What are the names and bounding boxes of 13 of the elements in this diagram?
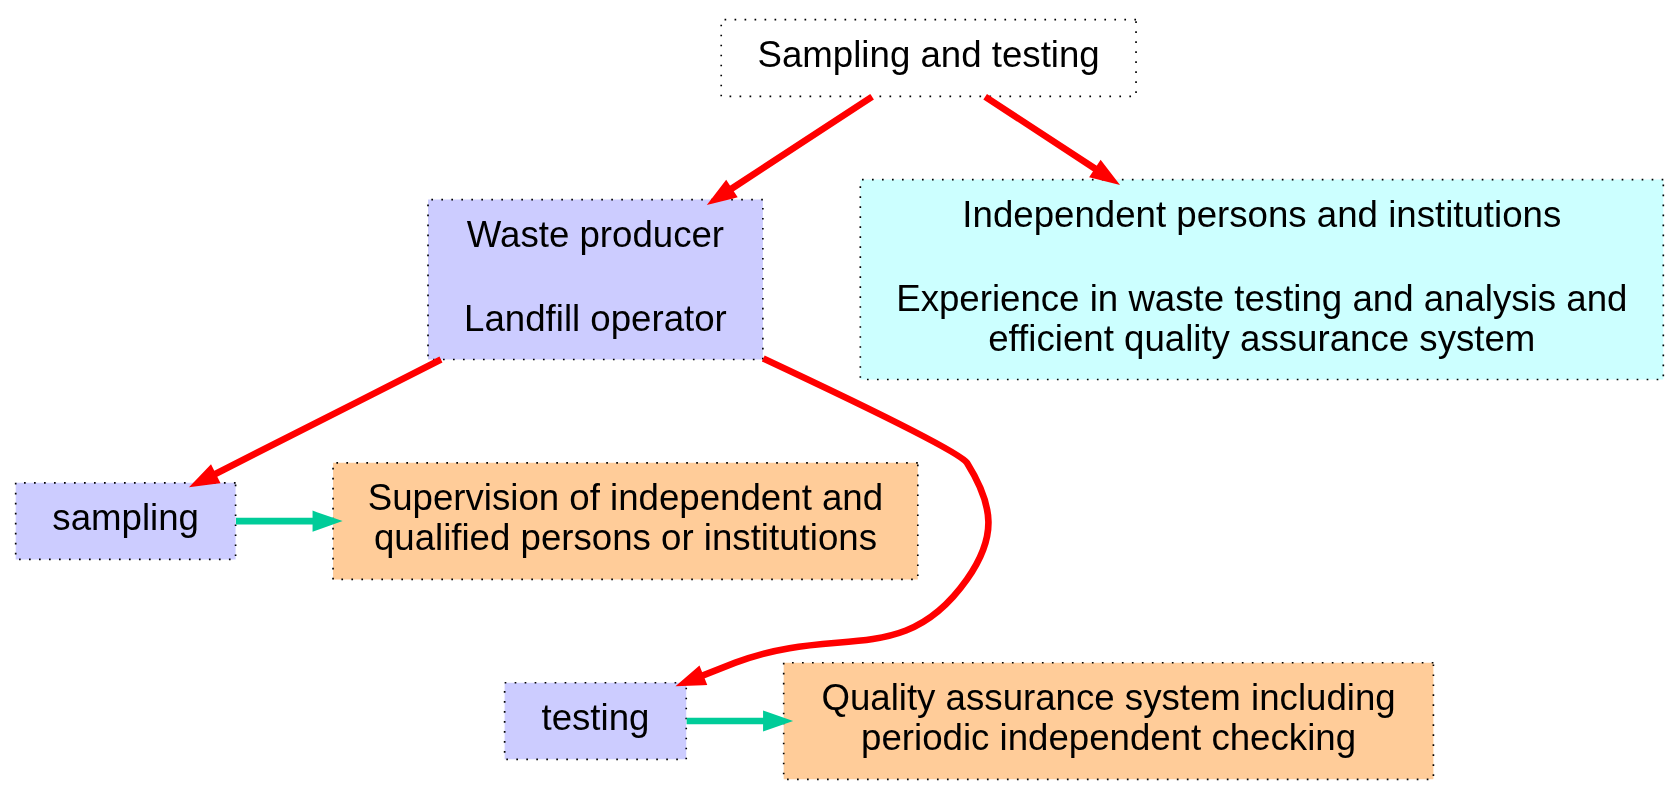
arrow bbox=[235, 510, 343, 532]
arrow bbox=[675, 354, 992, 686]
arrow bbox=[189, 356, 443, 487]
node-box: Sampling and testing bbox=[720, 18, 1137, 97]
node-box: Waste producer Landfill operator bbox=[427, 198, 764, 360]
node-box: testing bbox=[503, 681, 688, 760]
arrow bbox=[983, 93, 1121, 185]
arrow bbox=[686, 710, 794, 732]
node-box: Supervision of independent and qualified persons or institutions bbox=[332, 461, 919, 580]
node-box: Quality assurance system including periodic independent checking bbox=[782, 661, 1435, 780]
arrow bbox=[706, 93, 874, 205]
node-box: sampling bbox=[14, 481, 237, 560]
node-box: Independent persons and institutions Experience in waste testing and analysis and efficient quality assurance system bbox=[859, 178, 1665, 380]
